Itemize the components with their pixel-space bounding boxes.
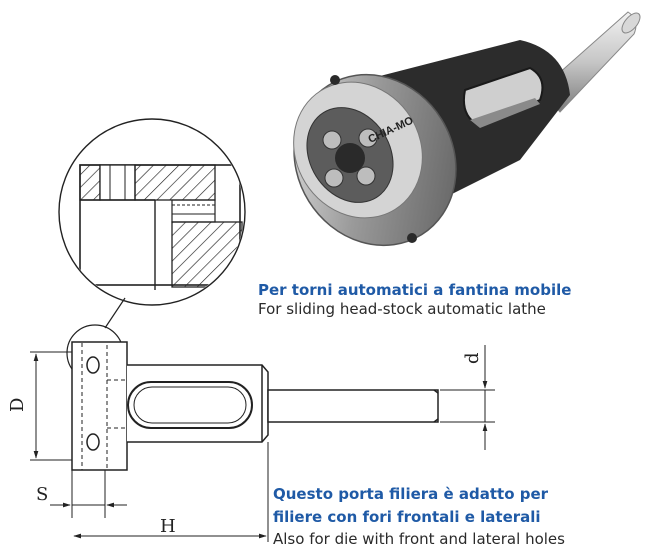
- product-photo: CHIA-MO: [293, 11, 641, 247]
- dimensions: [30, 345, 495, 542]
- caption-title-it: Per torni automatici a fantina mobile: [258, 281, 572, 299]
- dim-label-d-lower: d: [462, 352, 483, 364]
- note-en: Also for die with front and lateral hole…: [273, 530, 565, 548]
- main-drawing: [66, 324, 439, 471]
- caption-title-en: For sliding head-stock automatic lathe: [258, 300, 546, 318]
- dim-label-s: S: [36, 484, 48, 505]
- dim-label-d-upper: D: [7, 398, 28, 412]
- note-it-line2: filiere con fori frontali e laterali: [273, 508, 541, 526]
- note-it-line1: Questo porta filiera è adatto per: [273, 485, 549, 503]
- dim-label-h: H: [160, 516, 176, 537]
- detail-circle: [58, 118, 246, 329]
